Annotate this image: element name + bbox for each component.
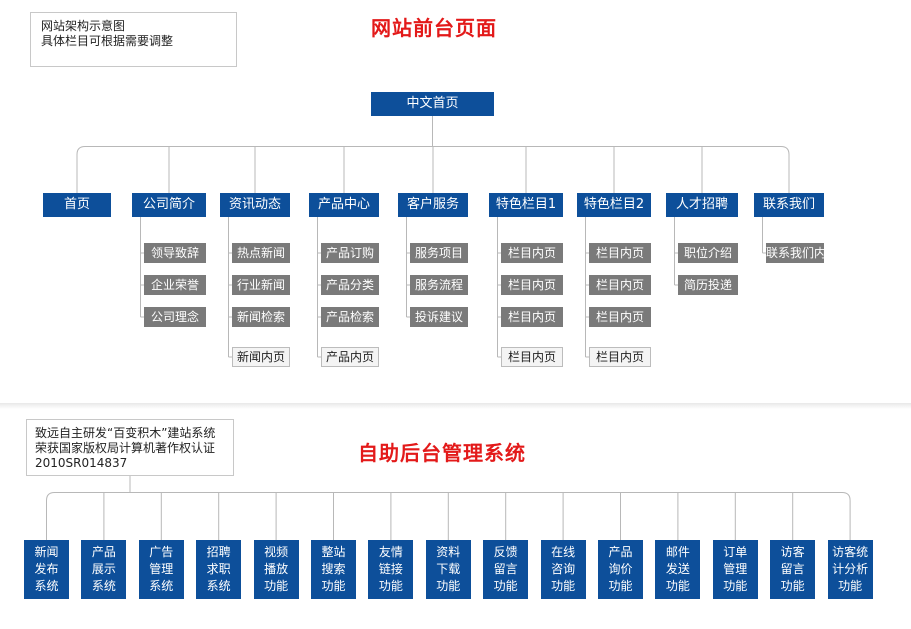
function-label: 在线咨询功能 <box>551 545 576 593</box>
top-note-line: 网站架构示意图 <box>41 19 126 33</box>
subitem-node: 栏目内页 <box>589 275 651 295</box>
function-label: 整站搜索功能 <box>321 545 346 593</box>
function-node: 新闻发布系统 <box>24 540 69 599</box>
inner-page-node: 新闻内页 <box>232 347 290 367</box>
function-label: 订单管理功能 <box>723 545 748 593</box>
inner-page-node: 栏目内页 <box>501 347 563 367</box>
inner-page-node: 产品内页 <box>321 347 379 367</box>
subitem-node: 产品检索 <box>321 307 379 327</box>
subitem-node: 栏目内页 <box>501 275 563 295</box>
function-node: 在线咨询功能 <box>540 540 586 599</box>
function-label: 招聘求职系统 <box>206 545 231 593</box>
section-divider <box>0 403 911 409</box>
bottom-note-line: 2010SR014837 <box>35 456 128 470</box>
category-node: 公司简介 <box>132 193 206 217</box>
function-node: 招聘求职系统 <box>196 540 242 599</box>
bottom-note-line: 致远自主研发“百变积木”建站系统 <box>35 426 216 440</box>
category-node: 人才招聘 <box>666 193 738 217</box>
back-title: 自助后台管理系统 <box>358 441 526 465</box>
function-node: 访客留言功能 <box>770 540 816 599</box>
subitem-node: 栏目内页 <box>589 307 651 327</box>
function-label: 产品询价功能 <box>608 545 633 593</box>
function-node: 产品展示系统 <box>81 540 127 599</box>
subitem-node: 服务流程 <box>410 275 468 295</box>
subitem-node: 新闻检索 <box>232 307 290 327</box>
bottom-note-line: 荣获国家版权局计算机著作权认证 <box>35 441 216 455</box>
category-node: 资讯动态 <box>220 193 290 217</box>
subitem-node: 领导致辞 <box>144 243 206 263</box>
root-node: 中文首页 <box>371 92 494 116</box>
function-node: 资料下载功能 <box>425 540 471 599</box>
top-note-box: 网站架构示意图 具体栏目可根据需要调整 <box>30 12 237 67</box>
function-label: 邮件发送功能 <box>665 545 690 593</box>
subitem-node: 公司理念 <box>144 307 206 327</box>
subitem-node: 产品订购 <box>321 243 379 263</box>
category-node: 特色栏目2 <box>577 193 651 217</box>
category-node: 产品中心 <box>309 193 379 217</box>
subitem-node: 热点新闻 <box>232 243 290 263</box>
function-label: 访客统计分析功能 <box>832 545 869 593</box>
function-node: 整站搜索功能 <box>311 540 356 599</box>
subitem-node: 简历投递 <box>678 275 738 295</box>
inner-page-node: 栏目内页 <box>589 347 651 367</box>
function-label: 资料下载功能 <box>436 545 461 593</box>
function-node: 访客统计分析功能 <box>827 540 873 599</box>
subitem-node: 投诉建议 <box>410 307 468 327</box>
top-note-line: 具体栏目可根据需要调整 <box>41 34 174 48</box>
function-node: 邮件发送功能 <box>655 540 701 599</box>
function-label: 广告管理系统 <box>149 545 174 593</box>
function-node: 订单管理功能 <box>712 540 758 599</box>
function-label: 新闻发布系统 <box>34 545 59 593</box>
subitem-node: 企业荣誉 <box>144 275 206 295</box>
subitem-node: 行业新闻 <box>232 275 290 295</box>
function-node: 产品询价功能 <box>598 540 643 599</box>
subitem-node: 栏目内页 <box>589 243 651 263</box>
function-node: 广告管理系统 <box>138 540 184 599</box>
subitem-node: 栏目内页 <box>501 243 563 263</box>
bottom-note-box: 致远自主研发“百变积木”建站系统 荣获国家版权局计算机著作权认证 2010SR0… <box>26 419 234 476</box>
subitem-node: 联系我们内页 <box>766 243 838 263</box>
function-label: 视频播放功能 <box>264 545 289 593</box>
subitem-node: 栏目内页 <box>501 307 563 327</box>
category-node: 客户服务 <box>398 193 468 217</box>
function-label: 友情链接功能 <box>378 545 403 593</box>
subitem-node: 产品分类 <box>321 275 379 295</box>
category-node: 联系我们 <box>754 193 824 217</box>
subitem-node: 职位介绍 <box>678 243 738 263</box>
category-node: 特色栏目1 <box>489 193 563 217</box>
front-title: 网站前台页面 <box>371 16 497 40</box>
category-node: 首页 <box>43 193 111 217</box>
function-node: 视频播放功能 <box>253 540 299 599</box>
function-node: 友情链接功能 <box>368 540 414 599</box>
subitem-node: 服务项目 <box>410 243 468 263</box>
function-label: 反馈留言功能 <box>493 545 518 593</box>
function-label: 访客留言功能 <box>780 545 805 593</box>
function-label: 产品展示系统 <box>91 545 116 593</box>
function-node: 反馈留言功能 <box>483 540 529 599</box>
